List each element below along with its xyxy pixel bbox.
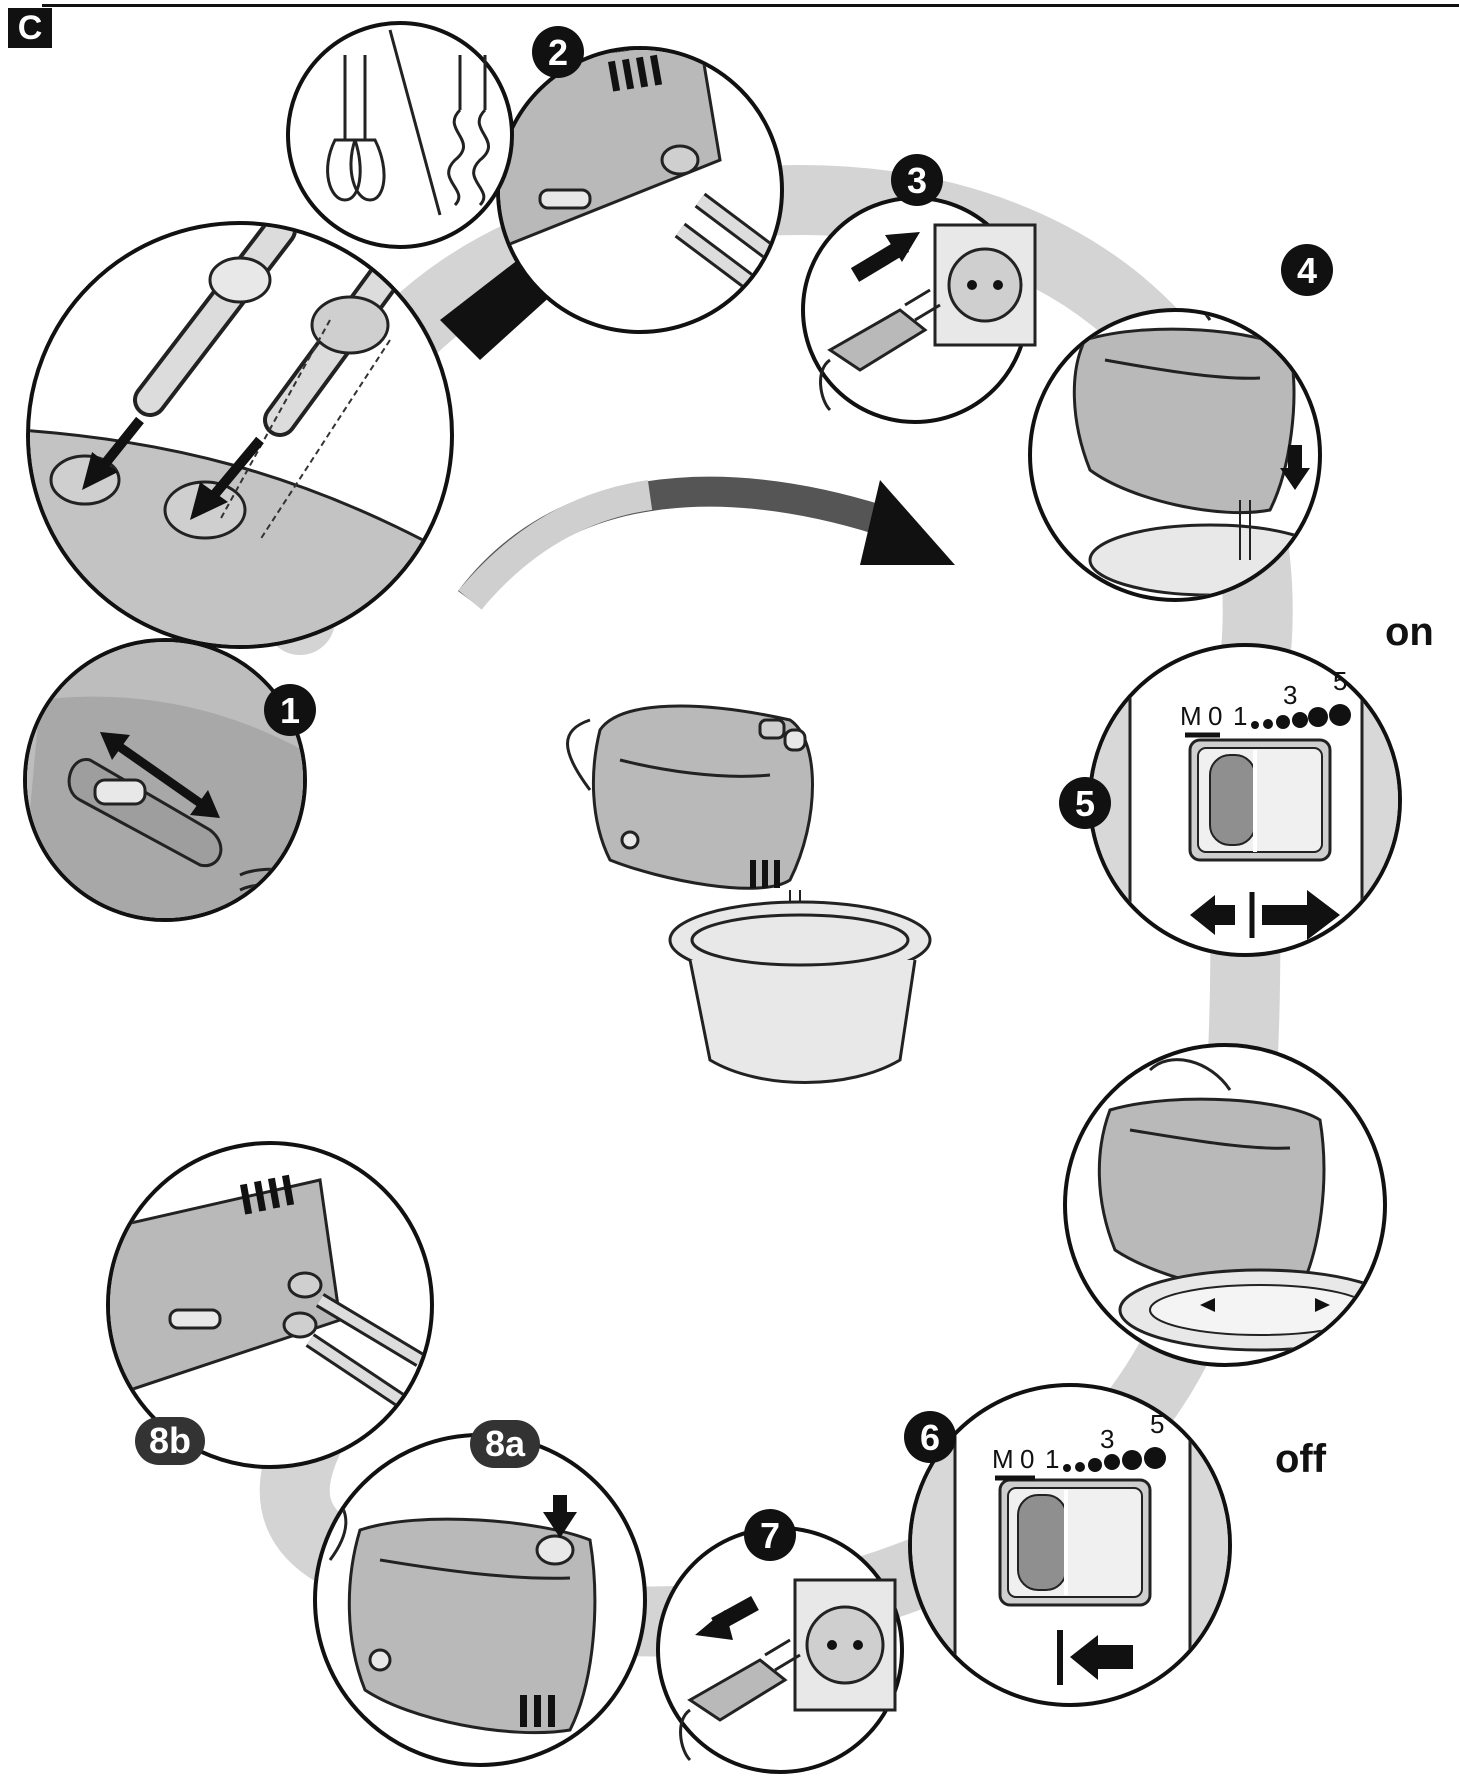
step-5-panel: M 0 1 3 5 xyxy=(1088,643,1402,957)
attachments-inset xyxy=(286,21,514,249)
step-number-8b: 8b xyxy=(149,1420,191,1461)
insert-accessory-panel xyxy=(26,221,454,649)
step-number-7: 7 xyxy=(760,1515,780,1556)
scale-5: 5 xyxy=(1333,666,1347,696)
step-badge-4: 4 xyxy=(1281,244,1333,296)
scale-3-off: 3 xyxy=(1100,1424,1114,1454)
eject-button-icon xyxy=(535,1534,575,1566)
wall-socket-icon xyxy=(933,223,1037,347)
dough-hook-icon xyxy=(447,55,490,207)
step-number-1: 1 xyxy=(280,690,300,731)
step-8b-panel xyxy=(106,1141,434,1469)
arrow-icon xyxy=(850,232,920,282)
step-3-panel xyxy=(801,196,1037,424)
scale-0: 0 xyxy=(1208,701,1222,731)
arrow-icon xyxy=(543,1495,577,1538)
beater-shaft-left xyxy=(133,225,297,417)
step-badge-3: 3 xyxy=(891,154,943,206)
scale-3: 3 xyxy=(1283,680,1297,710)
top-rule xyxy=(42,4,1459,7)
plug-icon xyxy=(679,1638,801,1762)
step-number-2: 2 xyxy=(548,32,568,73)
step-badge-8a: 8a xyxy=(470,1420,540,1468)
scale-1-off: 1 xyxy=(1045,1444,1059,1474)
section-label: C xyxy=(17,9,43,47)
speed-dots-off xyxy=(1063,1447,1166,1472)
arrow-icon xyxy=(1280,445,1310,490)
step-number-8a: 8a xyxy=(485,1423,526,1464)
scale-5-off: 5 xyxy=(1150,1409,1164,1439)
arrow-icon xyxy=(82,416,264,520)
step-badge-6: 6 xyxy=(904,1411,956,1463)
scale-m: M xyxy=(1180,701,1202,731)
step-number-6: 6 xyxy=(920,1417,940,1458)
step-number-3: 3 xyxy=(907,160,927,201)
arrow-icon xyxy=(100,732,220,818)
scale-0-off: 0 xyxy=(1020,1444,1034,1474)
step-badge-2: 2 xyxy=(532,26,584,78)
scale-1: 1 xyxy=(1233,701,1247,731)
arrow-icon xyxy=(1057,1630,1133,1685)
speed-dots xyxy=(1251,704,1351,729)
plug-icon xyxy=(819,288,941,412)
step-number-5: 5 xyxy=(1075,783,1095,824)
step-7-panel xyxy=(656,1526,904,1774)
step-8a-panel xyxy=(313,1433,647,1767)
step-badge-1: 1 xyxy=(264,684,316,736)
step-2-panel xyxy=(496,46,784,334)
step-badge-5: 5 xyxy=(1059,777,1111,829)
state-off-label: off xyxy=(1275,1437,1327,1481)
rotation-arrow-icon xyxy=(458,476,955,610)
wall-socket-icon xyxy=(793,1578,897,1712)
section-label-box xyxy=(8,8,52,48)
step-6-panel: M 0 1 3 5 xyxy=(908,1383,1232,1707)
arrow-icon xyxy=(695,1595,759,1640)
bowl-icon xyxy=(668,900,932,1084)
step-1-panel xyxy=(23,638,307,922)
step-badge-7: 7 xyxy=(744,1509,796,1561)
beater-icon xyxy=(326,55,386,202)
step-badge-8b: 8b xyxy=(135,1417,205,1465)
arrow-icon xyxy=(1190,890,1340,940)
step-number-4: 4 xyxy=(1297,250,1317,291)
scale-m-off: M xyxy=(992,1444,1014,1474)
beater-shaft-right xyxy=(263,253,407,437)
state-on-label: on xyxy=(1385,610,1434,654)
mixing-panel xyxy=(1063,1043,1387,1367)
